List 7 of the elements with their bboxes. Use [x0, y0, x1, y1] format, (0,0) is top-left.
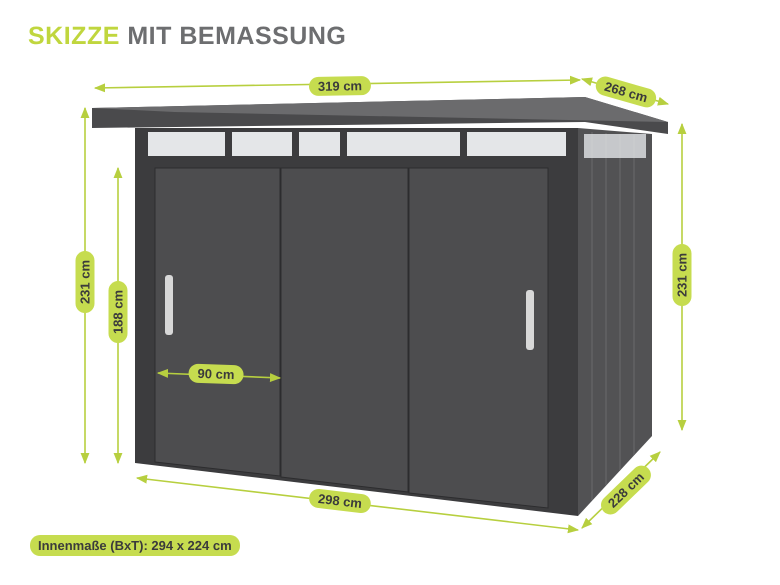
dimension-label: 231 cm — [76, 250, 94, 314]
dimension-label: 188 cm — [108, 280, 128, 344]
dimension-label: 319 cm — [308, 76, 372, 96]
dimension-label: 231 cm — [672, 244, 692, 306]
note: Innenmaße (BxT): 294 x 224 cm — [30, 535, 240, 556]
dimension-label: 298 cm — [308, 488, 372, 514]
diagram-title: SKIZZE MIT BEMASSUNG — [28, 22, 346, 51]
